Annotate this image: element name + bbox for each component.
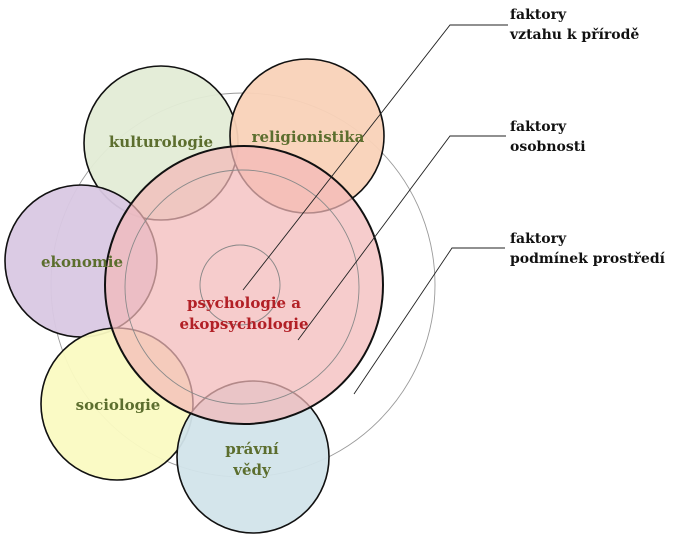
label-pravni-vedy-line2: vědy (232, 461, 272, 479)
factor-environment-line1: faktory (510, 231, 567, 247)
factor-personality-line2: osobnosti (510, 139, 586, 155)
leader-line-nature (242, 24, 508, 291)
factor-nature-line2: vztahu k přírodě (509, 27, 639, 43)
label-ekonomie: ekonomie (41, 253, 123, 271)
label-religionistika: religionistika (252, 128, 365, 146)
circle-psychologie (104, 145, 384, 425)
leader-line-personality (297, 135, 506, 341)
label-sociologie: sociologie (76, 396, 161, 414)
label-psychologie-line2: ekopsychologie (179, 315, 308, 333)
factor-environment-line2: podmínek prostředí (510, 251, 666, 267)
leader-line-environment (353, 247, 505, 395)
factor-personality-line1: faktory (510, 119, 567, 135)
label-kulturologie: kulturologie (109, 133, 213, 151)
inner-guide-circle-2 (199, 244, 281, 326)
label-psychologie-line1: psychologie a (187, 294, 301, 312)
label-pravni-vedy-line1: právní (225, 440, 279, 458)
factor-nature-line1: faktory (510, 7, 567, 23)
middle-guide-circle (124, 169, 360, 405)
